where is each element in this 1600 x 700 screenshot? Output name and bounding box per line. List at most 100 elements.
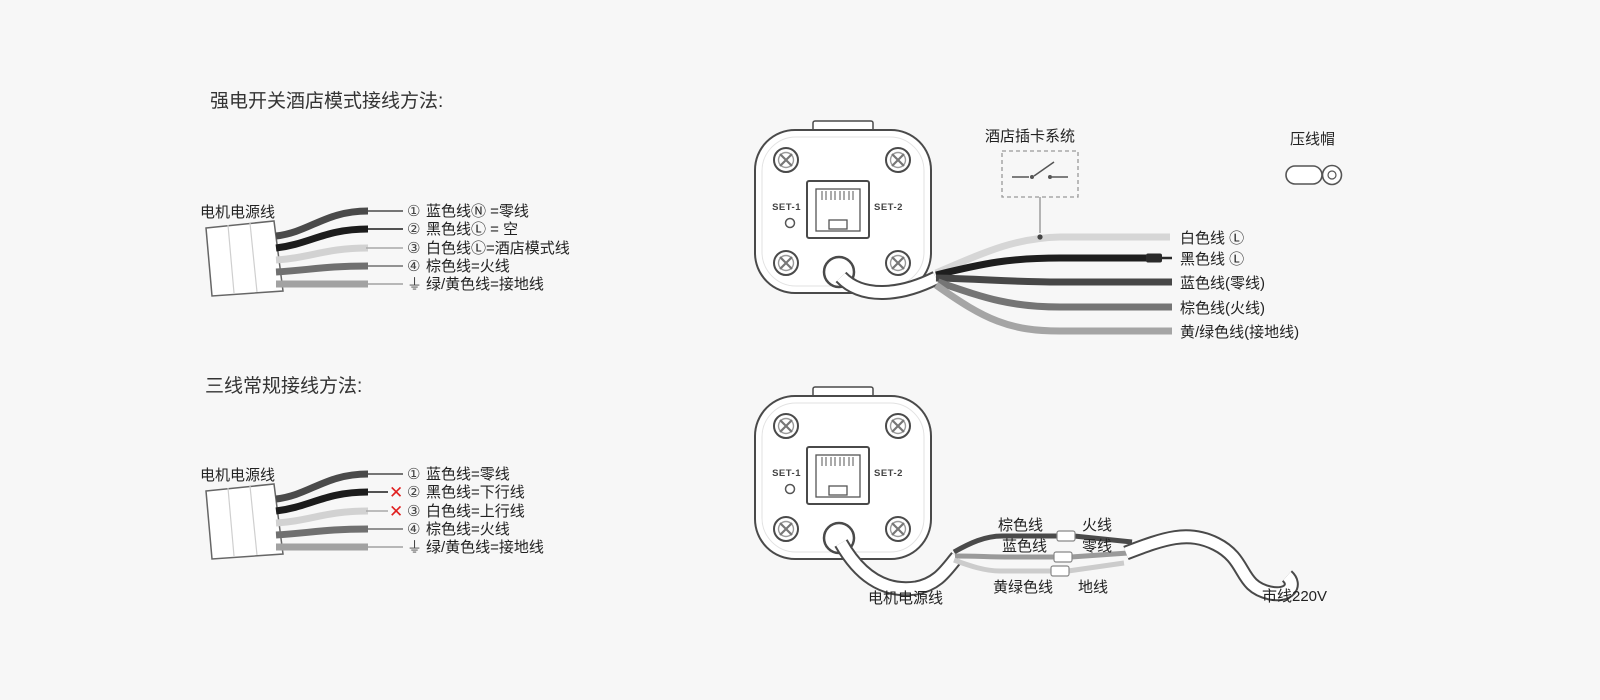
mains-label: 市线220V [1262, 588, 1327, 605]
wire-connector [1056, 530, 1076, 542]
wire-label: 蓝色线 [1002, 538, 1047, 555]
hotel-card-system: 酒店插卡系统 [985, 128, 1079, 240]
cable-exit-hole [822, 255, 856, 289]
wire-label: 白色线Ⓛ=酒店模式线 [426, 240, 570, 257]
connection-dot [1037, 234, 1043, 240]
wire-cap-icon [1285, 165, 1323, 185]
sheath-seam [227, 487, 235, 557]
wire-label: 黑色线=下行线 [426, 484, 525, 501]
junction-labels: 棕色线 火线 蓝色线 零线 黄绿色线 地线 电机电源线 市线220V [868, 517, 1327, 607]
brown-wire [936, 278, 1172, 311]
wire-label: 火线 [1082, 517, 1112, 534]
wire-fan [275, 207, 403, 288]
blue-wire-right [1070, 550, 1129, 560]
set-button [784, 217, 796, 229]
wire-label: 蓝色线=零线 [426, 466, 510, 483]
section-three-wire: 三线常规接线方法: 电机电源线 ① 蓝色线=零线 ✕ ② 黑色线=下行线 ✕ ③… [200, 375, 544, 560]
wire-label: 白色线 Ⓛ [1180, 230, 1244, 247]
rj45-jack [815, 454, 861, 498]
motor-cable-label: 电机电源线 [200, 204, 275, 221]
blue-wire-left [954, 553, 1055, 560]
brown-wire-left [952, 533, 1058, 555]
wire-label: 棕色线 [998, 517, 1043, 534]
section-title: 三线常规接线方法: [205, 375, 362, 397]
rj45-latch-notch [828, 219, 848, 230]
hotel-card-system-box [1001, 150, 1079, 198]
wire-label: 绿/黄色线=接地线 [426, 276, 544, 293]
wire-number: ④ [407, 521, 420, 538]
switch-device-bottom: SET-1 SET-2 [754, 386, 932, 560]
wire-label: 绿/黄色线=接地线 [426, 539, 544, 556]
set-button [784, 483, 796, 495]
cable-sheath [205, 220, 284, 297]
cable-sheath [205, 483, 284, 560]
wire-label: 蓝色线Ⓝ =零线 [426, 203, 529, 220]
ground-symbol: ⏚ [407, 276, 422, 293]
wire-connector [1053, 551, 1073, 563]
wire-labels: ① 蓝色线=零线 ✕ ② 黑色线=下行线 ✕ ③ 白色线=上行线 ④ 棕色线=火… [389, 466, 544, 556]
wire-cap: 压线帽 [1285, 131, 1343, 186]
sheath-seam [227, 224, 235, 294]
wire-label: 黄/绿色线(接地线) [1180, 324, 1299, 341]
section-title: 强电开关酒店模式接线方法: [210, 90, 443, 112]
wire-cap-ring [1321, 164, 1343, 186]
wire-cap-ring-hole [1327, 170, 1337, 180]
wire-label: 棕色线(火线) [1180, 300, 1265, 317]
white-wire [934, 233, 1170, 277]
wire-number: ④ [407, 258, 420, 275]
screw-icon [772, 146, 800, 174]
motor-cable-label: 电机电源线 [200, 467, 275, 484]
black-wire [935, 254, 1146, 279]
sheath-seam [249, 222, 258, 293]
wire-label: 黑色线 Ⓛ [1180, 251, 1244, 268]
wire-cap-label: 压线帽 [1290, 131, 1335, 148]
set1-label: SET-1 [772, 202, 801, 213]
wire-fan [275, 470, 403, 551]
wire-label: 地线 [1078, 579, 1108, 596]
wire-labels: ① 蓝色线Ⓝ =零线 ② 黑色线Ⓛ = 空 ③ 白色线Ⓛ=酒店模式线 ④ 棕色线… [407, 203, 570, 293]
switch-symbol-icon [1012, 161, 1068, 179]
wire-label: 零线 [1082, 538, 1112, 555]
wire-number: ① [407, 203, 420, 220]
sheath-seam [249, 485, 258, 556]
brown-wire-right [1073, 533, 1133, 545]
yellow-green-wire-right [1067, 560, 1125, 574]
wire-number: ② [407, 484, 420, 501]
wire-label: 白色线=上行线 [426, 503, 525, 520]
wire-name-labels: 白色线 Ⓛ 黑色线 Ⓛ 蓝色线(零线) 棕色线(火线) 黄/绿色线(接地线) [1180, 230, 1299, 341]
motor-cable-label: 电机电源线 [868, 590, 943, 607]
wire-label: 棕色线=火线 [426, 521, 510, 538]
screw-icon [772, 515, 800, 543]
rj45-pins [821, 191, 854, 200]
set2-label: SET-2 [874, 468, 903, 479]
cross-mark-icon: ✕ [389, 502, 403, 521]
screw-icon [772, 412, 800, 440]
blue-wire [935, 274, 1172, 286]
wire-number: ② [407, 221, 420, 238]
wire-label: 蓝色线(零线) [1180, 275, 1265, 292]
rj45-pins [821, 457, 854, 466]
ground-symbol: ⏚ [407, 539, 422, 556]
wire-number: ③ [407, 240, 420, 257]
set1-label: SET-1 [772, 468, 801, 479]
wire-number: ① [407, 466, 420, 483]
rj45-latch-notch [828, 485, 848, 496]
screw-icon [884, 249, 912, 277]
rj45-jack [815, 188, 861, 232]
yellow-green-wire [933, 282, 1172, 335]
switch-device-top: SET-1 SET-2 [754, 120, 932, 294]
wire-number: ③ [407, 503, 420, 520]
cross-mark-icon: ✕ [389, 483, 403, 502]
screw-icon [884, 412, 912, 440]
device1-cable [835, 233, 1172, 335]
set2-label: SET-2 [874, 202, 903, 213]
wire-label: 棕色线=火线 [426, 258, 510, 275]
screw-icon [884, 515, 912, 543]
wire-label: 黑色线Ⓛ = 空 [426, 221, 518, 238]
device2-cabling [834, 529, 1299, 602]
hotel-card-system-label: 酒店插卡系统 [985, 128, 1075, 145]
yellow-green-wire-left [953, 557, 1052, 574]
screw-icon [772, 249, 800, 277]
